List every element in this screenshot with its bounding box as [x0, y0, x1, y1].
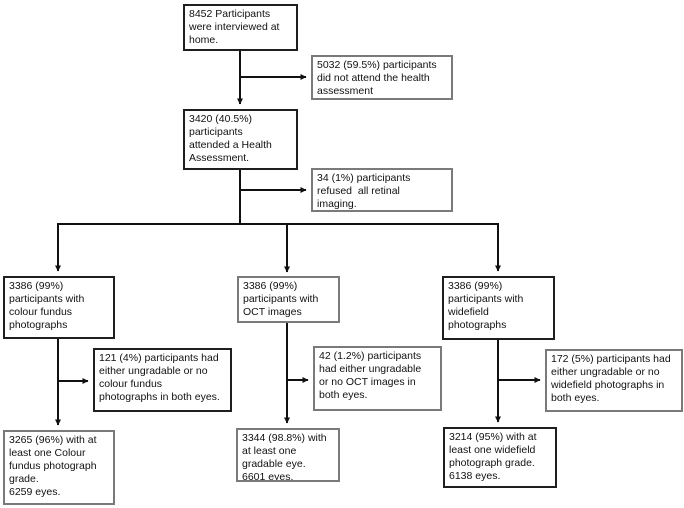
node-attended-health-assessment: 3420 (40.5%) participants attended a Hea…: [183, 109, 298, 170]
node-colour-fundus-photographs: 3386 (99%) participants with colour fund…: [3, 276, 115, 339]
node-widefield-photographs: 3386 (99%) participants with widefield p…: [442, 276, 555, 340]
node-oct-images: 3386 (99%) participants with OCT images: [237, 276, 340, 323]
node-refused-retinal-imaging: 34 (1%) participants refused all retinal…: [311, 168, 453, 212]
node-ungradable-widefield: 172 (5%) participants had either ungrada…: [545, 349, 683, 412]
node-colour-fundus-graded: 3265 (96%) with at least one Colour fund…: [3, 430, 115, 505]
node-ungradable-colour-fundus: 121 (4%) participants had either ungrada…: [93, 348, 232, 412]
node-did-not-attend: 5032 (59.5%) participants did not attend…: [311, 55, 453, 100]
node-oct-gradable: 3344 (98.8%) with at least one gradable …: [236, 428, 340, 482]
node-ungradable-oct: 42 (1.2%) participants had either ungrad…: [313, 346, 442, 411]
node-widefield-graded: 3214 (95%) with at least one widefield p…: [443, 427, 557, 488]
node-interviewed-at-home: 8452 Participants were interviewed at ho…: [183, 4, 298, 51]
